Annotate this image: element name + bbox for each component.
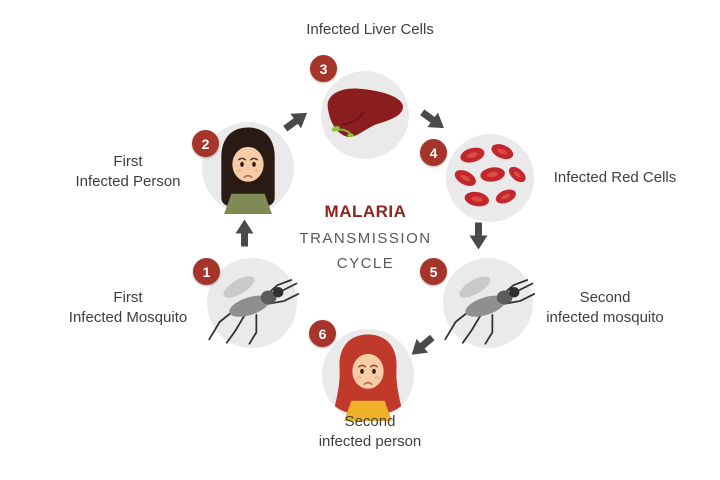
stage-label-5-line1: Second xyxy=(579,289,631,306)
arrow-stage1-to-stage2-icon xyxy=(235,219,260,247)
stage-label-2-line1: First xyxy=(113,153,143,170)
stage-label-1-line1: First xyxy=(113,289,143,306)
stage-label-6: Second infected person xyxy=(280,412,460,453)
stage-badge-1: 1 xyxy=(193,258,220,285)
stage-label-2-line2: Infected Person xyxy=(75,173,181,191)
diagram-title: MALARIA TRANSMISSION CYCLE xyxy=(283,202,448,280)
diagram-title-line3: CYCLE xyxy=(336,255,395,272)
stage-label-3-line1: Infected Liver Cells xyxy=(306,21,434,38)
arrow-stage5-to-stage6-icon xyxy=(401,326,439,363)
red-blood-cells-icon xyxy=(446,134,534,227)
diagram-title-line2: TRANSMISSION xyxy=(299,230,432,247)
stage-label-6-line2: infected person xyxy=(318,433,422,451)
stage-label-5: Second infected mosquito xyxy=(515,288,695,329)
arrow-stage3-to-stage4-icon xyxy=(413,104,450,141)
infected-person-icon xyxy=(202,122,294,219)
stage-label-5-line2: infected mosquito xyxy=(546,309,664,327)
liver-icon xyxy=(322,82,408,157)
infected-person-icon xyxy=(322,329,414,426)
stage-label-3: Infected Liver Cells xyxy=(270,20,470,40)
stage-label-6-line1: Second xyxy=(344,413,396,430)
mosquito-icon xyxy=(440,262,536,351)
stage-label-4-line1: Infected Red Cells xyxy=(553,169,677,186)
arrow-stage2-to-stage3-icon xyxy=(279,104,316,141)
stage-badge-5: 5 xyxy=(420,258,447,285)
stage-badge-6: 6 xyxy=(309,320,336,347)
arrow-stage4-to-stage5-icon xyxy=(464,222,489,251)
diagram-title-line1: MALARIA xyxy=(324,202,407,221)
stage-label-4: Infected Red Cells xyxy=(520,168,710,188)
stage-badge-4: 4 xyxy=(420,139,447,166)
stage-label-2: First Infected Person xyxy=(38,152,218,193)
stage-label-1: First Infected Mosquito xyxy=(38,288,218,329)
mosquito-icon xyxy=(204,262,300,351)
stage-badge-2: 2 xyxy=(192,130,219,157)
stage-label-1-line2: Infected Mosquito xyxy=(68,309,188,327)
stage-badge-3: 3 xyxy=(310,55,337,82)
